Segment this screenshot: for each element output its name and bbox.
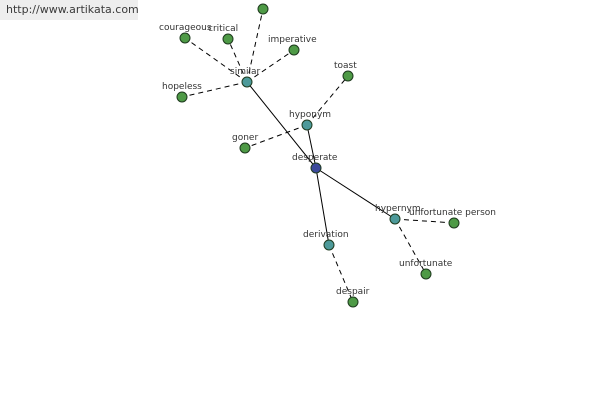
edge-similar-top_word — [246, 8, 264, 83]
node-label-unf_person: unfortunate person — [409, 208, 496, 218]
edge-similar-critical — [227, 38, 248, 83]
node-label-imperative: imperative — [268, 35, 317, 45]
node-similar[interactable] — [241, 76, 253, 88]
edge-similar-hopeless — [181, 81, 248, 98]
node-hopeless[interactable] — [176, 91, 188, 103]
node-despair[interactable] — [347, 296, 359, 308]
node-label-desperate: desperate — [292, 153, 338, 163]
node-critical[interactable] — [222, 33, 234, 45]
node-desperate[interactable] — [310, 162, 322, 174]
node-imperative[interactable] — [288, 44, 300, 56]
graph-edges — [181, 8, 455, 303]
node-label-critical: critical — [208, 24, 238, 34]
edge-desperate-hyponym — [306, 124, 317, 169]
node-label-hypernym: hypernym — [375, 204, 421, 214]
site-url-banner[interactable]: http://www.artikata.com — [0, 0, 138, 20]
node-label-similar: similar — [230, 67, 260, 77]
node-courageous[interactable] — [179, 32, 191, 44]
node-label-goner: goner — [232, 133, 258, 143]
node-unf_person[interactable] — [448, 217, 460, 229]
node-label-hopeless: hopeless — [162, 82, 202, 92]
node-label-courageous: courageous — [159, 23, 212, 33]
edge-derivation-despair — [328, 244, 354, 303]
node-toast[interactable] — [342, 70, 354, 82]
node-label-hyponym: hyponym — [289, 110, 331, 120]
edge-desperate-derivation — [315, 167, 330, 246]
node-label-unfortunate: unfortunate — [399, 259, 453, 269]
edge-hypernym-unf_person — [394, 218, 455, 224]
edge-hyponym-goner — [244, 124, 308, 149]
node-label-despair: despair — [336, 287, 370, 297]
node-label-derivation: derivation — [303, 230, 349, 240]
node-label-toast: toast — [334, 61, 357, 71]
edge-hyponym-toast — [306, 75, 349, 126]
node-unfortunate[interactable] — [420, 268, 432, 280]
node-hypernym[interactable] — [389, 213, 401, 225]
node-derivation[interactable] — [323, 239, 335, 251]
node-top_word[interactable] — [257, 3, 269, 15]
edge-desperate-hypernym — [315, 167, 396, 220]
site-url-link[interactable]: http://www.artikata.com — [6, 3, 138, 16]
edge-desperate-similar — [246, 81, 317, 169]
node-hyponym[interactable] — [301, 119, 313, 131]
edge-similar-imperative — [246, 49, 295, 83]
edge-similar-courageous — [184, 37, 248, 83]
graph-nodes: desperate similar hyponym hypernym derivatio… — [159, 3, 496, 308]
edge-hypernym-unfortunate — [394, 218, 427, 275]
node-goner[interactable] — [239, 142, 251, 154]
